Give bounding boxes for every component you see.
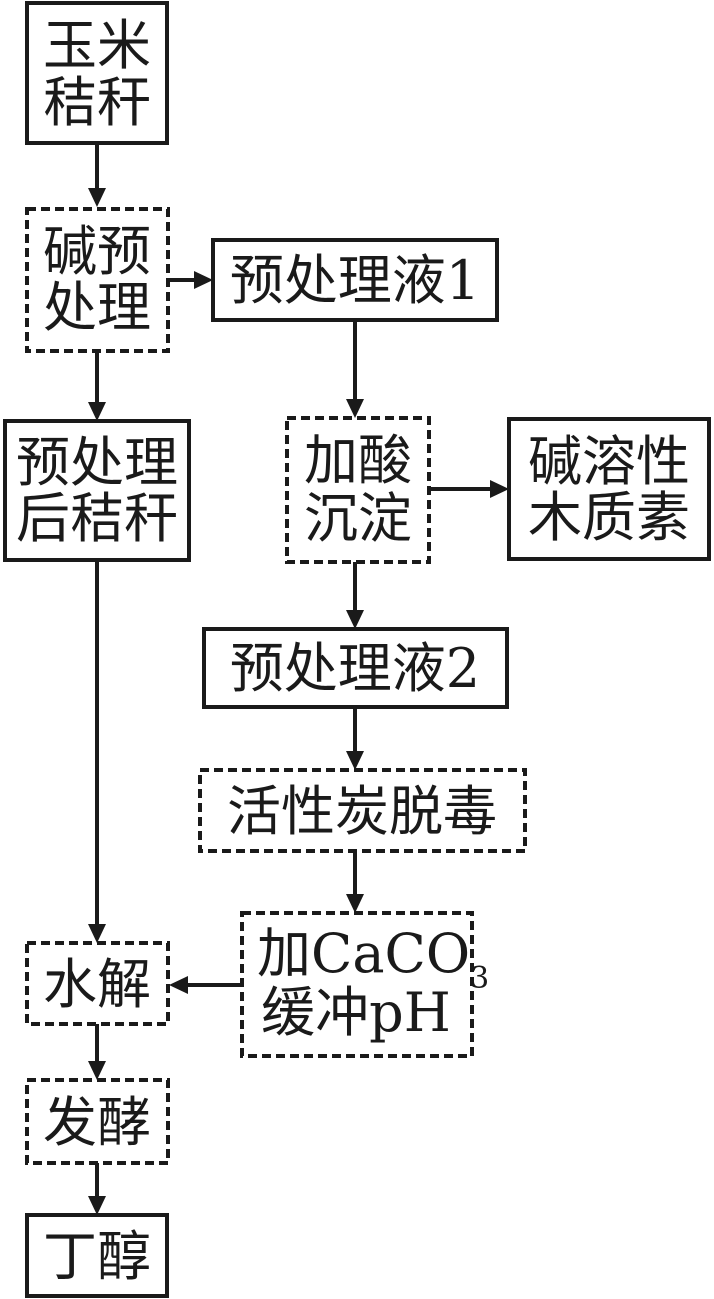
node-activated-carbon-detox: 活性炭脱毒 xyxy=(198,768,527,853)
edge-pretreated-straw-to-hydrolysis xyxy=(88,560,106,943)
node-caco3-buffer-line-1: 加CaCO3 xyxy=(257,922,489,996)
node-alkali-soluble-lignin-line-2: 木质素 xyxy=(528,486,690,549)
node-butanol: 丁醇 xyxy=(25,1213,169,1298)
node-pretreated-straw: 预处理 后秸秆 xyxy=(3,419,191,562)
node-alkali-pretreatment-line-1: 碱预 xyxy=(43,220,151,283)
node-alkali-soluble-lignin: 碱溶性 木质素 xyxy=(507,417,711,561)
edge-corn-straw-to-alkali-pretreatment xyxy=(88,143,106,207)
edge-pretreatment-liquid-1-to-acid-precipitation xyxy=(346,320,364,418)
node-corn-straw-line-2: 秸秆 xyxy=(43,71,151,134)
edge-acid-precipitation-to-pretreatment-liquid-2 xyxy=(346,562,364,629)
node-hydrolysis-label: 水解 xyxy=(43,953,151,1016)
node-alkali-pretreatment-line-2: 处理 xyxy=(43,276,151,339)
node-acid-precipitation-line-1: 加酸 xyxy=(304,429,412,492)
edge-fermentation-to-butanol xyxy=(88,1163,106,1215)
node-acid-precipitation-line-2: 沉淀 xyxy=(304,487,412,550)
node-fermentation-label: 发酵 xyxy=(43,1091,151,1154)
node-pretreatment-liquid-1-label: 预处理液1 xyxy=(230,249,480,312)
edge-hydrolysis-to-fermentation xyxy=(88,1024,106,1080)
node-alkali-soluble-lignin-line-1: 碱溶性 xyxy=(528,430,690,493)
edge-caco3-buffer-to-hydrolysis xyxy=(169,976,242,994)
node-acid-precipitation: 加酸 沉淀 xyxy=(285,416,431,564)
node-caco3-buffer-formula: 加CaCO xyxy=(257,922,470,985)
node-pretreatment-liquid-1: 预处理液1 xyxy=(211,238,499,322)
node-corn-straw-line-1: 玉米 xyxy=(43,14,151,77)
edge-acid-precipitation-to-alkali-soluble-lignin xyxy=(429,480,509,498)
node-pretreated-straw-line-1: 预处理 xyxy=(16,431,178,494)
edge-pretreatment-liquid-2-to-activated-carbon-detox xyxy=(346,707,364,770)
node-fermentation: 发酵 xyxy=(25,1078,170,1165)
node-alkali-pretreatment: 碱预 处理 xyxy=(25,207,170,353)
node-butanol-label: 丁醇 xyxy=(43,1225,151,1288)
edge-alkali-pretreatment-to-pretreatment-liquid-1 xyxy=(168,271,213,289)
edge-alkali-pretreatment-to-pretreated-straw xyxy=(88,351,106,421)
node-pretreatment-liquid-2-label: 预处理液2 xyxy=(230,637,480,700)
edge-activated-carbon-detox-to-caco3-buffer xyxy=(346,851,364,913)
node-caco3-buffer: 加CaCO3 缓冲pH xyxy=(240,911,489,1058)
node-caco3-buffer-subscript: 3 xyxy=(470,961,489,996)
node-pretreatment-liquid-2: 预处理液2 xyxy=(202,627,509,709)
node-pretreated-straw-line-2: 后秸秆 xyxy=(16,487,178,550)
node-hydrolysis: 水解 xyxy=(25,941,170,1026)
node-activated-carbon-detox-label: 活性炭脱毒 xyxy=(227,780,497,843)
node-corn-straw: 玉米 秸秆 xyxy=(25,1,169,145)
node-caco3-buffer-line-2: 缓冲pH xyxy=(261,981,451,1044)
